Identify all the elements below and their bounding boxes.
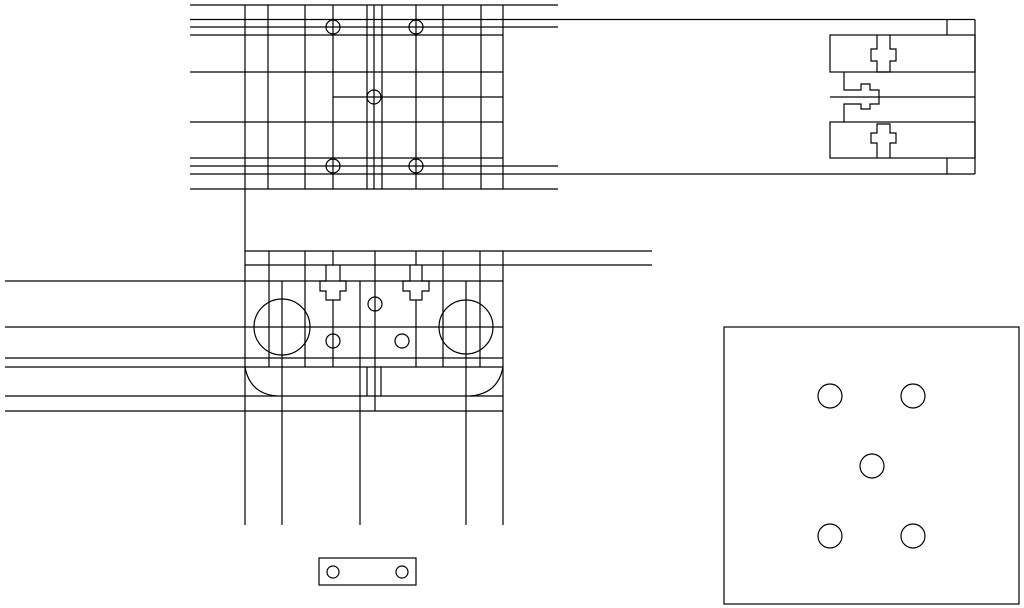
anchor-hole xyxy=(900,523,926,549)
right-fillet-arc xyxy=(469,366,504,397)
large-hole xyxy=(253,298,311,356)
bolt-hole xyxy=(408,19,424,35)
anchor-hole xyxy=(900,383,926,409)
key-notch xyxy=(319,265,347,301)
middle-elevation xyxy=(5,250,652,525)
left-fillet-arc xyxy=(244,366,278,397)
upper-key xyxy=(870,35,897,73)
anchor-plate-detail xyxy=(723,326,1020,605)
bolt-hole xyxy=(394,333,410,349)
plate-outline xyxy=(723,326,1020,605)
bolt-hole xyxy=(367,296,383,312)
large-hole xyxy=(438,299,494,355)
top-plan-grid xyxy=(190,4,975,525)
anchor-hole xyxy=(817,523,843,549)
key-notch xyxy=(402,265,430,301)
anchor-hole xyxy=(817,383,843,409)
lower-flange xyxy=(829,121,976,159)
bolt-hole xyxy=(395,565,409,579)
key-connector xyxy=(843,72,880,122)
upper-flange xyxy=(829,34,976,73)
small-base-plate xyxy=(318,557,417,586)
bolt-hole xyxy=(326,565,340,579)
plate-outline xyxy=(318,557,417,586)
bolt-hole xyxy=(366,89,382,105)
lower-key xyxy=(870,123,897,158)
bolt-hole xyxy=(325,158,341,174)
bolt-hole xyxy=(408,158,424,174)
anchor-hole xyxy=(859,453,885,479)
bolt-hole xyxy=(325,19,341,35)
bolt-hole xyxy=(325,333,341,349)
right-section-detail xyxy=(829,19,976,174)
